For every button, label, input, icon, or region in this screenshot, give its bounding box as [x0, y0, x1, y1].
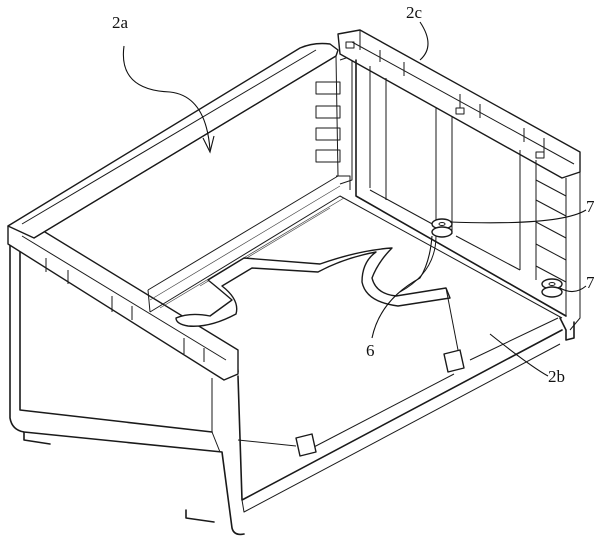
- front-rim: [7, 217, 239, 381]
- front-panel: [9, 222, 245, 536]
- left-rim: [7, 42, 339, 239]
- leader-7-upper: [449, 209, 587, 224]
- leader-7-lower: [559, 285, 587, 293]
- fastener-7-lower: [541, 278, 563, 298]
- label-6: 6: [366, 341, 375, 360]
- leader-2b: [489, 333, 549, 377]
- rear-wall: [337, 29, 581, 331]
- label-7-upper: 7: [586, 197, 595, 216]
- center-plate: [175, 235, 459, 351]
- fastener-7-upper: [431, 218, 453, 238]
- leader-2c: [419, 21, 429, 61]
- left-wall-ribs: [315, 55, 353, 185]
- leaders: [122, 21, 587, 377]
- label-7-lower: 7: [586, 273, 595, 292]
- right-wall-ribs: [535, 179, 567, 283]
- leader-6: [371, 235, 433, 339]
- rear-rim-tabs: [345, 41, 545, 159]
- label-2b: 2b: [548, 367, 565, 386]
- label-2c: 2c: [406, 3, 423, 22]
- floor: [149, 195, 563, 513]
- leader-2a-arrowhead: [202, 135, 215, 154]
- leader-2a: [122, 45, 211, 151]
- label-2a: 2a: [112, 13, 129, 32]
- right-foot: [559, 317, 575, 341]
